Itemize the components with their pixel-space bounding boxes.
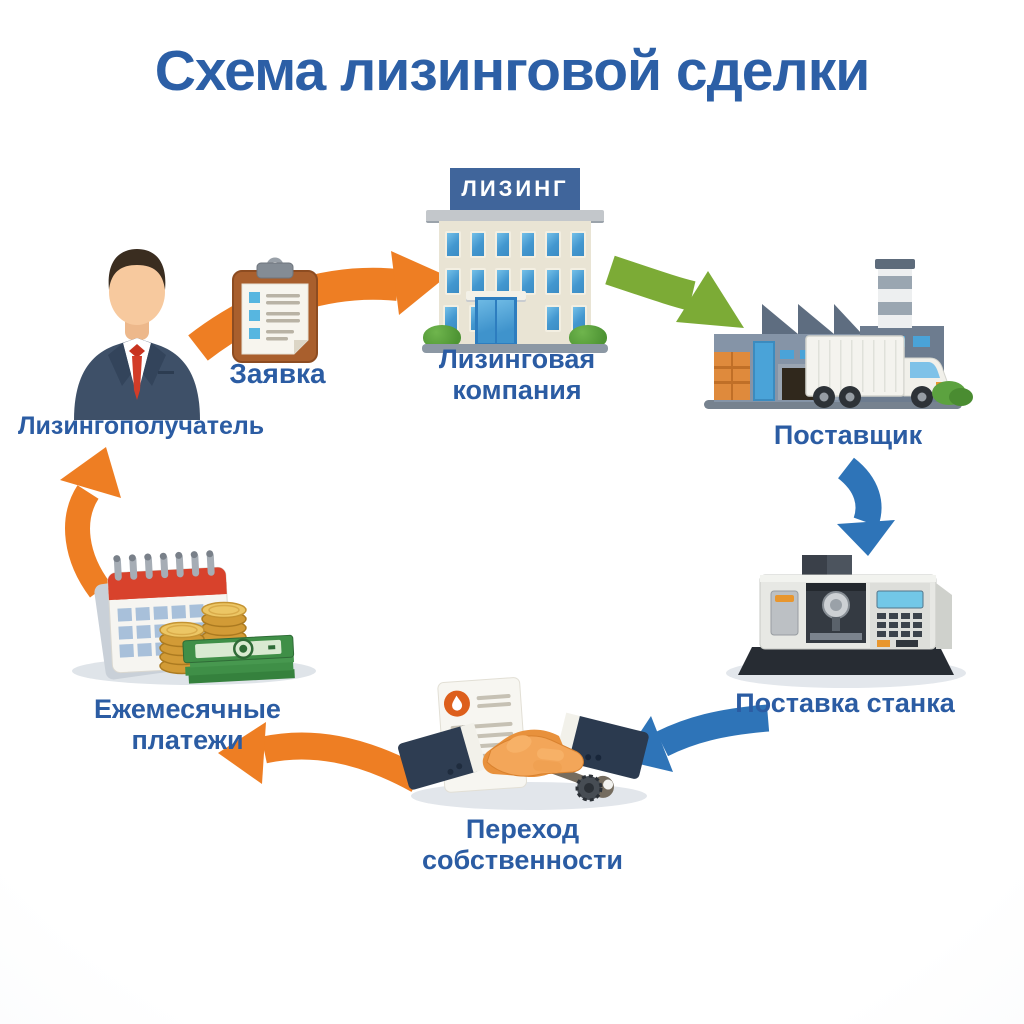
calendar-rings — [113, 550, 215, 581]
arrow-head — [218, 722, 266, 784]
clasped-hands — [482, 729, 584, 778]
calendar-money-icon — [72, 550, 316, 685]
building-door — [475, 297, 517, 346]
office-building-icon: ЛИЗИНГ — [420, 168, 610, 358]
arrow-band — [605, 255, 696, 311]
handshake-icon — [398, 677, 649, 810]
arrow-supplier-to-machine — [837, 457, 895, 556]
building-window — [494, 231, 511, 258]
building-window — [545, 305, 561, 332]
building-window — [444, 231, 461, 258]
label-leasing-company: Лизинговая компания — [438, 344, 596, 406]
arrow-company-to-supplier — [605, 255, 744, 328]
building-window — [569, 268, 586, 295]
building-window — [569, 231, 586, 258]
building-window — [519, 231, 536, 258]
label-supplier: Поставщик — [773, 420, 923, 450]
cnc-machine-icon — [726, 555, 966, 688]
building-window — [444, 268, 461, 295]
door-canopy — [466, 291, 526, 300]
arrow-payments-to-lessee — [60, 447, 121, 598]
banknote-stack — [182, 634, 295, 684]
building-window — [544, 268, 561, 295]
arrow-band — [655, 704, 770, 757]
label-monthly-payments: Ежемесячные платежи — [94, 694, 281, 756]
building-window — [519, 268, 536, 295]
label-lessee: Лизингополучатель — [18, 412, 265, 440]
label-machine-delivery: Поставка станка — [735, 688, 955, 718]
label-ownership-transfer: Переход собственности — [422, 814, 623, 876]
arrow-head — [837, 520, 895, 556]
clipboard-icon — [232, 257, 318, 363]
building-base — [422, 344, 608, 353]
building-window — [469, 231, 486, 258]
left-sleeve — [398, 722, 488, 790]
building-window — [544, 231, 561, 258]
arrow-band — [65, 485, 111, 598]
factory-icon — [704, 259, 973, 409]
page-title: Схема лизинговой сделки — [154, 39, 871, 103]
leasing-sign: ЛИЗИНГ — [450, 168, 580, 210]
door-pane — [478, 300, 495, 343]
arrow-transfer-to-payments — [218, 722, 425, 792]
arrow-band — [837, 457, 882, 527]
door-pane — [497, 300, 514, 343]
arrow-head — [60, 447, 121, 498]
arrow-band — [261, 732, 425, 792]
arrow-head — [676, 271, 744, 328]
label-application: Заявка — [229, 358, 326, 389]
businessman-icon — [74, 249, 200, 420]
arrow-head — [391, 251, 447, 315]
